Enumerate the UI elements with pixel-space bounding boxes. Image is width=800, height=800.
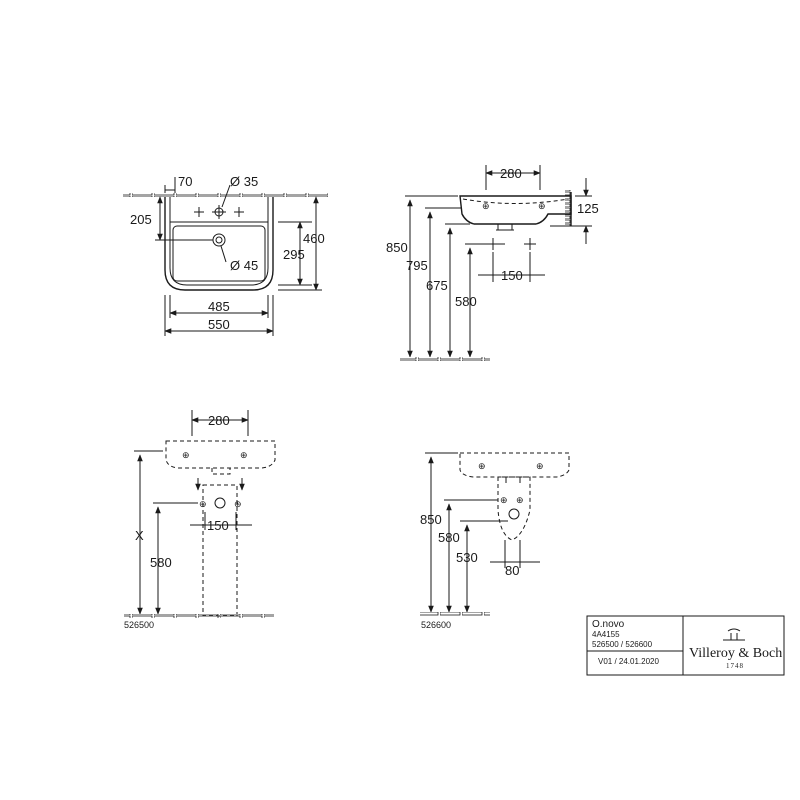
svg-text:⊕: ⊕: [516, 495, 524, 505]
bowl: [172, 225, 266, 282]
dim-side-supply-spacing: 150: [501, 268, 523, 283]
svg-text:⊕: ⊕: [478, 461, 486, 471]
dim-drain-dia: Ø 45: [230, 258, 258, 273]
dim-side-top-width: 280: [500, 166, 522, 181]
revision: V01 / 24.01.2020: [598, 657, 659, 666]
article-numbers: 526500 / 526600: [592, 640, 653, 649]
semi-pedestal-view: ⊕ ⊕ ⊕ ⊕ 850 580 530 80 526600: [420, 452, 570, 630]
svg-text:⊕: ⊕: [500, 495, 508, 505]
basin-outline: [164, 197, 274, 291]
dim-rim-height: 850: [386, 240, 408, 255]
drain-icon: [212, 233, 226, 247]
article-semi-pedestal: 526600: [421, 620, 451, 630]
product-name: O.novo: [592, 619, 625, 630]
dim-semi-supply-height: 580: [438, 530, 460, 545]
tap-hole-pierce-icon: [194, 207, 244, 217]
top-view: 70 Ø 35 205 Ø 45 295 460 485 550: [123, 174, 328, 336]
dim-semi-waste-height: 530: [456, 550, 478, 565]
trap-icon-2: [508, 508, 520, 520]
brand-name: Villeroy & Boch: [689, 646, 782, 661]
dim-inner-width: 485: [208, 299, 230, 314]
tap-hole-icon: [212, 205, 226, 219]
dim-total-depth: 460: [303, 231, 325, 246]
svg-text:⊕: ⊕: [536, 461, 544, 471]
basin-side-outline: [459, 195, 572, 225]
wall-line: [123, 193, 328, 197]
semi-pedestal-outline: [497, 476, 531, 541]
dim-underside-height: 795: [406, 258, 428, 273]
dim-total-width: 550: [208, 317, 230, 332]
dim-inner-depth: 295: [283, 247, 305, 262]
basin-dashed-outline: [165, 440, 276, 469]
trap-icon: [214, 497, 226, 509]
svg-text:⊕: ⊕: [538, 201, 546, 211]
dim-pedestal-supply-spacing: 150: [207, 518, 229, 533]
svg-text:⊕: ⊕: [182, 450, 190, 460]
dim-tap-hole-dia: Ø 35: [230, 174, 258, 189]
product-code: 4A4155: [592, 630, 620, 639]
pedestal-column: [202, 484, 238, 617]
title-block: O.novo 4A4155 526500 / 526600 V01 / 24.0…: [586, 615, 785, 676]
svg-text:⊕: ⊕: [234, 499, 242, 509]
side-view: ⊕ ⊕ 280 125 850 795 675 580 150: [386, 165, 599, 361]
brand-year: 1748: [726, 662, 744, 670]
basin-dashed-outline-2: [459, 452, 570, 478]
supply-icon: [487, 238, 536, 250]
svg-text:⊕: ⊕: [240, 450, 248, 460]
dim-pedestal-top-width: 280: [208, 413, 230, 428]
dim-tap-depth: 205: [130, 212, 152, 227]
svg-text:⊕: ⊕: [199, 499, 207, 509]
svg-text:⊕: ⊕: [482, 201, 490, 211]
dim-bowl-height: 125: [577, 201, 599, 216]
dim-waste-height-1: 675: [426, 278, 448, 293]
dim-variable-height: X: [135, 528, 144, 543]
dim-semi-waste-width: 80: [505, 563, 519, 578]
dim-pedestal-supply-height: 580: [150, 555, 172, 570]
pedestal-view: ⊕ ⊕ ⊕ ⊕ 280 X 580 150 526500: [124, 410, 276, 630]
dim-semi-rim-height: 850: [420, 512, 442, 527]
brand-logo-icon: [723, 628, 745, 641]
article-pedestal: 526500: [124, 620, 154, 630]
dim-tap-offset: 70: [178, 174, 192, 189]
dim-waste-height-2: 580: [455, 294, 477, 309]
